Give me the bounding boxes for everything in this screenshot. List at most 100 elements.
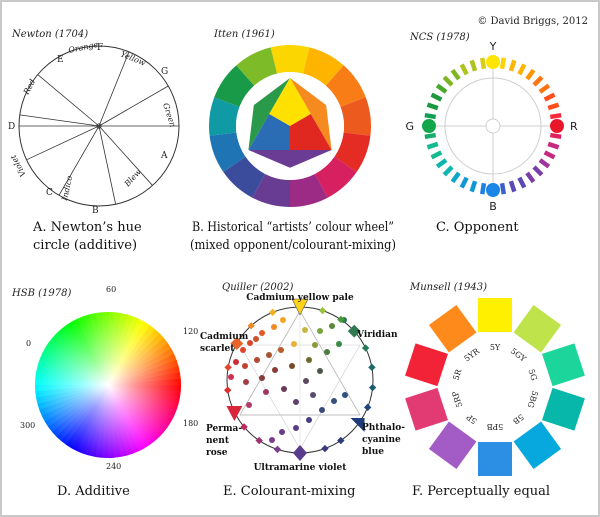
itten-secondary-violet xyxy=(248,150,332,168)
panel-title-hsb: HSB (1978) xyxy=(11,288,71,299)
itten-colour-wheel xyxy=(209,45,372,207)
ncs-label-y: Y xyxy=(489,40,497,53)
itten-primary-red xyxy=(290,114,332,150)
quiller-paint-dot xyxy=(280,317,286,323)
quiller-paint-dot xyxy=(281,386,287,392)
ncs-hue-tick xyxy=(532,165,544,177)
quiller-paint-dot xyxy=(306,357,312,363)
newton-point-c: C xyxy=(46,188,53,198)
ncs-hue-tick xyxy=(508,180,517,193)
panel-title-munsell: Munsell (1943) xyxy=(409,282,487,293)
munsell-swatch xyxy=(478,298,512,332)
quiller-paint-dot xyxy=(247,340,253,346)
quiller-rim-marker xyxy=(240,423,248,431)
quiller-paint-dot xyxy=(259,375,265,381)
quiller-rim-marker xyxy=(268,308,277,316)
itten-ring-segment xyxy=(223,156,265,198)
quiller-paint-dot xyxy=(266,352,272,358)
quiller-rim-marker xyxy=(273,445,282,454)
quiller-rim-marker xyxy=(337,436,345,445)
caption-itten-line2: (mixed opponent/colourant-mixing) xyxy=(190,238,396,253)
quiller-paint-dot xyxy=(240,347,246,353)
quiller-paint-dot xyxy=(243,379,249,385)
ncs-hue-tick xyxy=(549,112,562,120)
munsell-swatch xyxy=(542,387,585,431)
itten-center-triangle xyxy=(248,78,332,168)
ncs-hue-tick xyxy=(549,132,562,140)
caption-newton-line2: circle (additive) xyxy=(33,238,137,253)
quiller-label-rose-line2: nent xyxy=(206,436,230,446)
munsell-hue-code: 5PB xyxy=(487,422,503,431)
ncs-hue-tick xyxy=(469,180,478,193)
ncs-hue-tick xyxy=(517,176,527,189)
panel-title-itten: Itten (1961) xyxy=(213,29,275,40)
ncs-hue-tick xyxy=(430,92,443,102)
newton-point-f: F xyxy=(97,43,103,53)
quiller-label-cadmium-yellow-pale: Cadmium yellow pale xyxy=(246,293,354,303)
caption-quiller: E. Colourant-mixing xyxy=(223,484,356,499)
quiller-paint-dot xyxy=(319,407,325,413)
quiller-paint-dot xyxy=(233,359,239,365)
quiller-marker-cadmium-yellow xyxy=(291,298,309,316)
caption-ncs: C. Opponent xyxy=(436,220,519,235)
ncs-hue-tick xyxy=(424,112,437,120)
quiller-paint-dot xyxy=(263,389,269,395)
itten-ring-segment xyxy=(325,65,366,107)
newton-spoke xyxy=(19,114,100,127)
munsell-swatch xyxy=(405,343,448,387)
newton-spoke xyxy=(37,74,100,127)
munsell-swatch xyxy=(405,387,448,431)
ncs-hue-ticks xyxy=(424,57,562,195)
ncs-pole-yellow xyxy=(486,55,500,69)
quiller-paint-dot xyxy=(303,378,309,384)
ncs-hue-tick xyxy=(499,57,507,70)
newton-spoke xyxy=(98,85,169,127)
munsell-swatch xyxy=(542,343,585,387)
itten-ring-segment xyxy=(315,156,357,198)
ncs-hue-tick xyxy=(459,63,469,76)
itten-primary-yellow xyxy=(269,78,311,126)
quiller-paint-dot xyxy=(324,349,330,355)
itten-ring-segment xyxy=(302,47,344,86)
copyright-notice: © David Briggs, 2012 xyxy=(477,16,588,27)
itten-ring-segment xyxy=(252,173,290,207)
ncs-hue-tick xyxy=(525,68,536,81)
itten-primary-blue xyxy=(248,114,290,150)
quiller-marker-ultramarine-violet xyxy=(293,445,307,461)
ncs-hue-tick xyxy=(479,182,487,195)
quiller-rim-marker xyxy=(230,337,244,350)
newton-point-b: B xyxy=(92,206,99,216)
quiller-rim-marker xyxy=(318,306,327,315)
quiller-rim-marker xyxy=(337,315,345,324)
munsell-swatch xyxy=(428,305,477,353)
itten-ring-segment xyxy=(290,173,328,207)
ncs-hue-tick xyxy=(547,141,560,150)
quiller-paint-dot xyxy=(272,367,278,373)
quiller-paint-dot xyxy=(253,336,259,342)
newton-center-point xyxy=(96,123,102,129)
munsell-swatch xyxy=(513,305,562,353)
ncs-hue-tick xyxy=(450,171,461,184)
newton-spoke xyxy=(98,125,153,186)
ncs-hue-tick xyxy=(508,59,517,72)
quiller-label-phthalo-line1: Phthalo- xyxy=(362,423,405,433)
newton-spoke xyxy=(98,51,130,127)
caption-newton-line1: A. Newton’s hue xyxy=(32,220,142,235)
hsb-degree-0: 0 xyxy=(26,339,31,348)
quiller-rim-marker xyxy=(247,322,255,330)
quiller-rim-marker xyxy=(255,436,263,445)
newton-spoke xyxy=(26,125,100,161)
quiller-label-ultramarine-violet: Ultramarine violet xyxy=(254,463,348,473)
munsell-hue-code: 5G xyxy=(527,368,539,382)
quiller-paint-dot xyxy=(306,417,312,423)
ncs-hue-tick xyxy=(435,83,448,94)
ncs-pole-red xyxy=(550,119,564,133)
panel-title-quiller: Quiller (2002) xyxy=(222,282,293,293)
newton-point-g: G xyxy=(161,67,168,77)
quiller-paint-dot xyxy=(336,341,342,347)
munsell-swatch xyxy=(478,442,512,476)
ncs-hue-tick xyxy=(517,63,527,76)
